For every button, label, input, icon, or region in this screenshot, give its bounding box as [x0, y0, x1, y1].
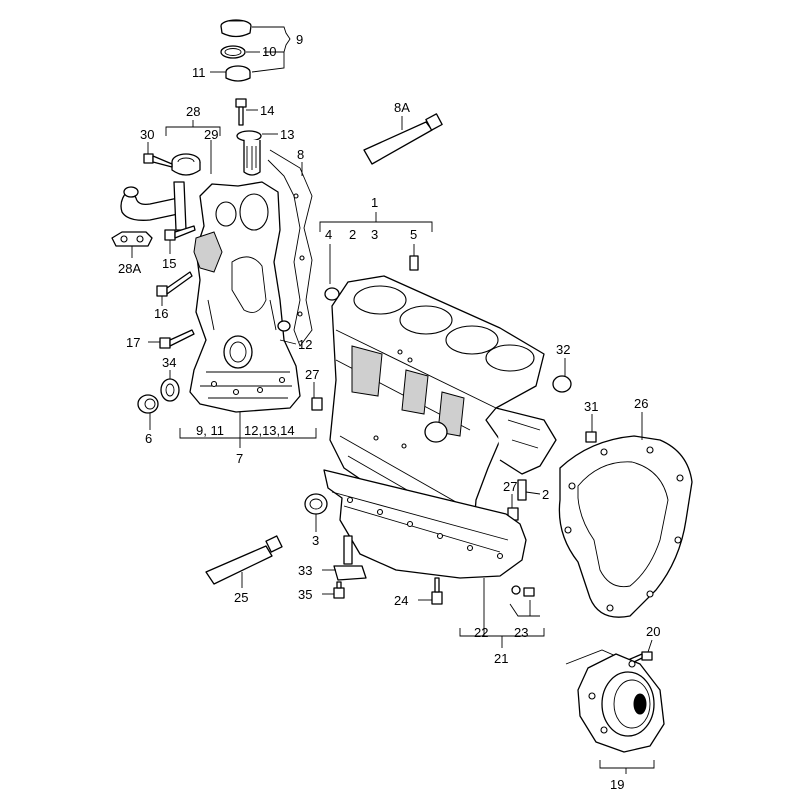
leader-22-bracket [459, 578, 545, 648]
callout-28a: 28A [118, 261, 141, 276]
callout-24: 24 [394, 593, 408, 608]
filler-cap-seal [220, 45, 246, 59]
callout-12-13-14: 12,13,14 [244, 423, 295, 438]
callout-30: 30 [140, 127, 154, 142]
callout-22: 22 [474, 625, 488, 640]
seal-6 [137, 394, 159, 414]
callout-16: 16 [154, 306, 168, 321]
callout-20: 20 [646, 624, 660, 639]
oil-level-sensor-33 [333, 535, 367, 581]
callout-19: 19 [610, 777, 624, 792]
callout-12: 12 [298, 337, 312, 352]
breather-hose [120, 181, 187, 231]
callout-26: 26 [634, 396, 648, 411]
callout-3: 3 [371, 227, 378, 242]
bracket-28a [111, 231, 153, 247]
callout-9-11: 9, 11 [196, 423, 224, 438]
front-cover [189, 181, 301, 413]
callout-29: 29 [204, 127, 218, 142]
callout-8a: 8A [394, 100, 410, 115]
bolt-16 [156, 271, 193, 297]
leader-2-right [525, 491, 541, 495]
oil-separator [171, 153, 201, 176]
callout-7: 7 [236, 451, 243, 466]
callout-28: 28 [186, 104, 200, 119]
callout-35: 35 [298, 587, 312, 602]
dowel-27-left [311, 397, 323, 411]
leader-7-bracket [179, 412, 317, 448]
drain-bolt-24 [431, 577, 443, 605]
leader-23-bracket [509, 600, 540, 617]
leader-28-bracket [165, 120, 221, 136]
bolt-14 [235, 98, 247, 126]
intermediate-plate-26 [558, 435, 693, 618]
callout-10: 10 [262, 44, 276, 59]
callout-6: 6 [145, 431, 152, 446]
callout-33: 33 [298, 563, 312, 578]
callout-13: 13 [280, 127, 294, 142]
callout-27-right: 27 [503, 479, 517, 494]
sealant-tube-8a [363, 113, 443, 165]
callout-27-left: 27 [305, 367, 319, 382]
seal-34 [160, 378, 180, 402]
leader-20 [647, 639, 653, 653]
leader-1-bracket [319, 212, 433, 232]
seal-3 [304, 493, 328, 515]
callout-15: 15 [162, 256, 176, 271]
sealant-tube-25 [205, 535, 283, 585]
callout-25: 25 [234, 590, 248, 605]
callout-2: 2 [349, 227, 356, 242]
drain-plug-23 [511, 585, 535, 597]
cylinder-block [329, 275, 557, 535]
callout-5: 5 [410, 227, 417, 242]
gasket-8 [267, 149, 313, 347]
dowel-5 [409, 255, 419, 271]
dowel-31 [585, 431, 597, 443]
callout-9: 9 [296, 32, 303, 47]
plug-32 [552, 375, 572, 393]
bolt-30 [143, 153, 173, 168]
bolt-17 [159, 329, 195, 349]
callout-14: 14 [260, 103, 274, 118]
callout-32: 32 [556, 342, 570, 357]
callout-34: 34 [162, 355, 176, 370]
bolt-2 [517, 479, 527, 501]
seal-12 [277, 320, 291, 332]
oil-filler-tube [236, 130, 262, 176]
sealing-flange-19 [577, 653, 665, 753]
bolt-15 [164, 225, 196, 241]
callout-11: 11 [192, 65, 206, 80]
callout-2-right: 2 [542, 487, 549, 502]
callout-21: 21 [494, 651, 508, 666]
oil-filler-cap [220, 19, 252, 38]
bolt-35 [333, 581, 345, 599]
callout-17: 17 [126, 335, 140, 350]
callout-31: 31 [584, 399, 598, 414]
leader-9-bracket [251, 26, 291, 73]
callout-4: 4 [325, 227, 332, 242]
callout-1: 1 [371, 195, 378, 210]
dowel-4 [324, 287, 340, 301]
callout-3-low: 3 [312, 533, 319, 548]
oil-pan [323, 469, 527, 579]
leader-12 [279, 339, 297, 345]
callout-23: 23 [514, 625, 528, 640]
filler-cap-ring [225, 65, 251, 82]
callout-8: 8 [297, 147, 304, 162]
